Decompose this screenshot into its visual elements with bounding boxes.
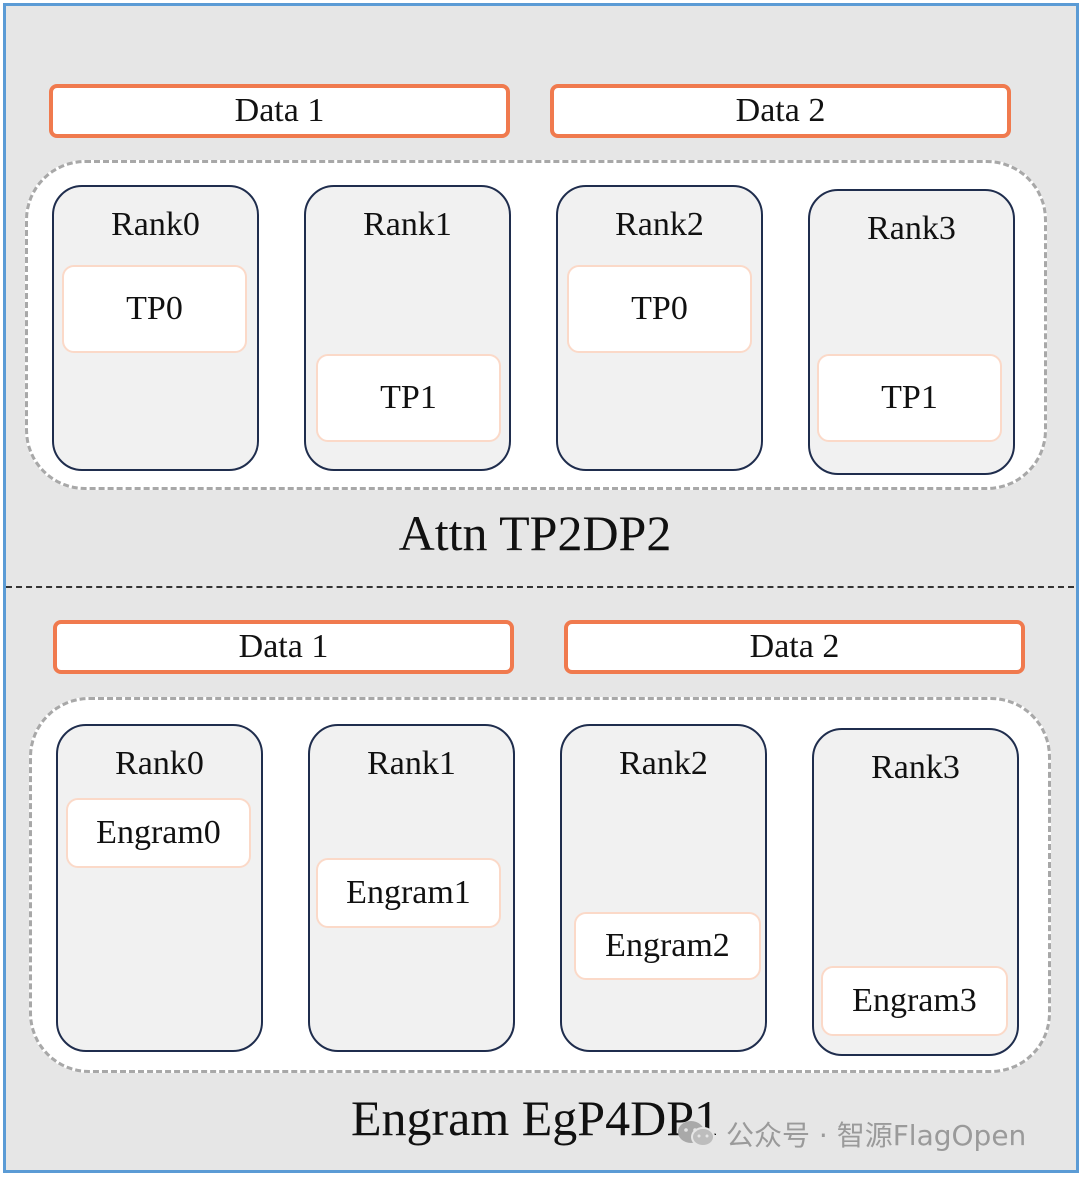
bottom-rank-3-item: Engram3 — [821, 966, 1008, 1036]
rank-label: Rank0 — [115, 745, 204, 782]
bottom-rank-0: Rank0 — [56, 724, 263, 1052]
rank-label: Rank2 — [615, 206, 704, 243]
top-data-2-box: Data 2 — [550, 84, 1011, 138]
bottom-rank-2: Rank2 — [560, 724, 767, 1052]
rank-label: Rank3 — [867, 210, 956, 247]
top-rank-0-item: TP0 — [62, 265, 247, 353]
bottom-rank-0-item: Engram0 — [66, 798, 251, 868]
bottom-data-1-box: Data 1 — [53, 620, 514, 674]
bottom-data-2-box: Data 2 — [564, 620, 1025, 674]
watermark-text: 公众号 · 智源FlagOpen — [726, 1119, 1027, 1152]
top-rank-2-item: TP0 — [567, 265, 752, 353]
bottom-rank-1-item: Engram1 — [316, 858, 501, 928]
wechat-icon — [676, 1119, 716, 1149]
bottom-rank-2-item: Engram2 — [574, 912, 761, 980]
rank-label: Rank1 — [363, 206, 452, 243]
section-divider — [6, 586, 1074, 588]
top-rank-3-item: TP1 — [817, 354, 1002, 442]
bottom-section-title: Engram EgP4DP1 — [350, 1090, 720, 1146]
top-rank-1-item: TP1 — [316, 354, 501, 442]
rank-label: Rank3 — [871, 749, 960, 786]
top-data-1-box: Data 1 — [49, 84, 510, 138]
rank-label: Rank1 — [367, 745, 456, 782]
rank-label: Rank2 — [619, 745, 708, 782]
top-section-title: Attn TP2DP2 — [398, 505, 672, 561]
rank-label: Rank0 — [111, 206, 200, 243]
watermark: 公众号 · 智源FlagOpen — [676, 1114, 1026, 1154]
